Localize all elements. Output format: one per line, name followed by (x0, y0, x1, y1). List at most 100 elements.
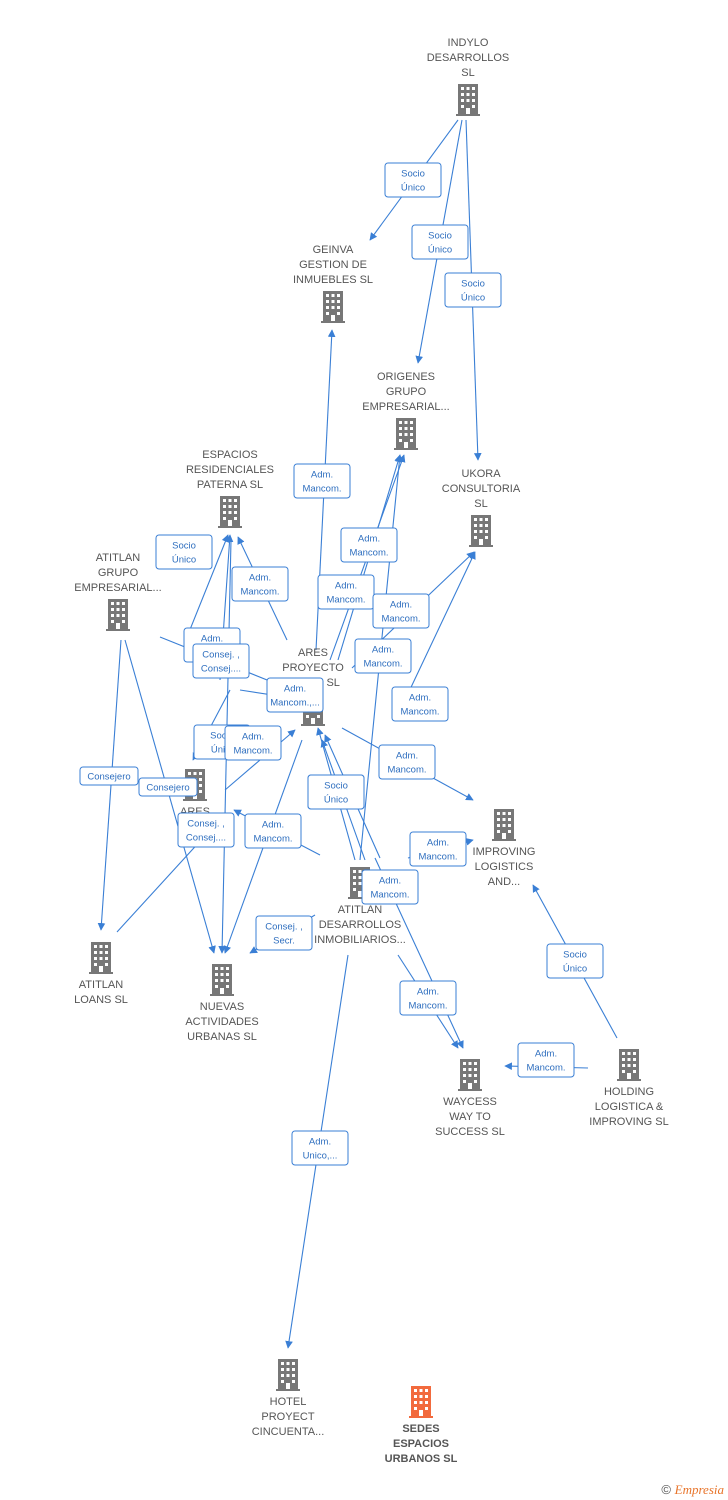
edge-label[interactable]: Adm. Mancom. (517, 1042, 575, 1078)
edge-label-box (317, 574, 375, 610)
company-node-atitlan-des[interactable]: ATITLANDESARROLLOSINMOBILIARIOS... (314, 867, 406, 946)
edge-label-text: Adm. (311, 470, 333, 481)
company-name-line: HOTEL (270, 1396, 307, 1408)
company-name-line: PROYECT (261, 1411, 314, 1423)
edge-label[interactable]: Adm.Mancom. (317, 574, 375, 610)
company-name-line: SL (474, 498, 487, 510)
edge-label[interactable]: Adm. Mancom. (354, 638, 412, 674)
company-name-line: LOGISTICS (475, 861, 534, 873)
edge-label-text: Mancom. (326, 595, 365, 606)
edge-label[interactable]: Adm.Mancom. (244, 813, 302, 849)
edge-label-text: Adm. (417, 987, 439, 998)
edge-label[interactable]: Adm.Mancom. (372, 593, 430, 629)
edge-label-text: Consej. , (187, 819, 225, 830)
company-name-line: AND... (488, 876, 520, 888)
edge-label-text: Mancom. (526, 1063, 565, 1074)
edge-label-text: Socio (172, 541, 196, 552)
company-node-improving[interactable]: IMPROVINGLOGISTICSAND... (473, 809, 536, 888)
edge-label-text: Adm. (262, 820, 284, 831)
edge-label-box (291, 1130, 349, 1166)
edge-label-box (266, 677, 324, 713)
edge-label[interactable]: Adm. Mancom. (399, 980, 457, 1016)
edge-label-text: Consejero (87, 772, 130, 783)
edge-label-box (384, 162, 442, 198)
company-name-line: GRUPO (98, 567, 139, 579)
edge-label-text: Único (172, 555, 196, 566)
brand-logo[interactable]: Empresia (674, 1482, 724, 1497)
company-name-line: INMOBILIARIOS... (314, 934, 406, 946)
edge-label[interactable]: Adm. Mancom. (409, 831, 467, 867)
edge-label[interactable]: Consej. ,Consej.... (192, 643, 250, 679)
edge-label[interactable]: Adm.Mancom.,... (266, 677, 324, 713)
edge-label-box (293, 463, 351, 499)
edge-label[interactable]: Adm.Unico,... (291, 1130, 349, 1166)
company-node-hotel[interactable]: HOTELPROYECTCINCUENTA... (252, 1359, 325, 1438)
edge-label-text: Único (401, 183, 425, 194)
edge-label-text: Mancom. (408, 1001, 447, 1012)
edge-label-text: Socio (401, 169, 425, 180)
edge-label-text: Adm. (242, 732, 264, 743)
company-name-line: PATERNA SL (197, 479, 263, 491)
edge-label-text: Mancom. (418, 852, 457, 863)
edge-label-box (409, 831, 467, 867)
company-name-line: INMUEBLES SL (293, 274, 373, 286)
edge-label[interactable]: Consejero (79, 766, 139, 786)
company-node-origenes[interactable]: ORIGENESGRUPOEMPRESARIAL... (362, 371, 450, 450)
edge-label-text: Socio (324, 781, 348, 792)
edge-label[interactable]: Adm.Mancom. (391, 686, 449, 722)
edge-label-text: Mancom. (387, 765, 426, 776)
edge-label-text: Consej.... (186, 833, 226, 844)
edge-label[interactable]: Adm.Mancom. (231, 566, 289, 602)
edge-label-text: Único (461, 293, 485, 304)
company-name-line: DESARROLLOS (427, 52, 510, 64)
edge-label-box (79, 766, 139, 786)
edge-label-box (411, 224, 469, 260)
edge-label-text: Adm. (427, 838, 449, 849)
edge-label-text: Mancom. (363, 659, 402, 670)
edge-label-text: Socio (210, 731, 234, 742)
footer-brand: © Empresia (661, 1482, 724, 1498)
building-icon (409, 1386, 433, 1418)
company-name-line: UKORA (461, 468, 501, 480)
edge-label[interactable]: Adm.Mancom. (378, 744, 436, 780)
company-name-line: SUCCESS SL (435, 1126, 505, 1138)
edge-label[interactable]: Adm.Mancom. (361, 869, 419, 905)
edge-label-text: Adm. (372, 645, 394, 656)
company-node-atitlan-grupo[interactable]: ATITLANGRUPOEMPRESARIAL... (74, 552, 162, 631)
edge-label-text: Adm. (535, 1049, 557, 1060)
edge-label-text: Mancom. (349, 548, 388, 559)
edge-label-text: Adm. (409, 693, 431, 704)
edge-label[interactable]: Consej. ,Secr. (255, 915, 313, 951)
edge-label[interactable]: Adm.Mancom. (293, 463, 351, 499)
edge-label[interactable]: Adm.Mancom. (224, 725, 282, 761)
edge-label-text: Consej.... (201, 664, 241, 675)
edge-label-text: Mancom. (370, 890, 409, 901)
company-name-line: URBANAS SL (187, 1031, 257, 1043)
edge-label-box (224, 725, 282, 761)
edge-label[interactable]: Consejero (138, 777, 198, 797)
edge-label-box (546, 943, 604, 979)
edge-label-box (177, 812, 235, 848)
company-name-line: ARES (298, 647, 328, 659)
edge-label[interactable]: Consej. , Consej.... (177, 812, 235, 848)
edge-label-box (138, 777, 198, 797)
company-name-line: SEDES (402, 1423, 439, 1435)
company-name-line: GRUPO (386, 386, 427, 398)
edge-label[interactable]: Adm.Mancom. (340, 527, 398, 563)
